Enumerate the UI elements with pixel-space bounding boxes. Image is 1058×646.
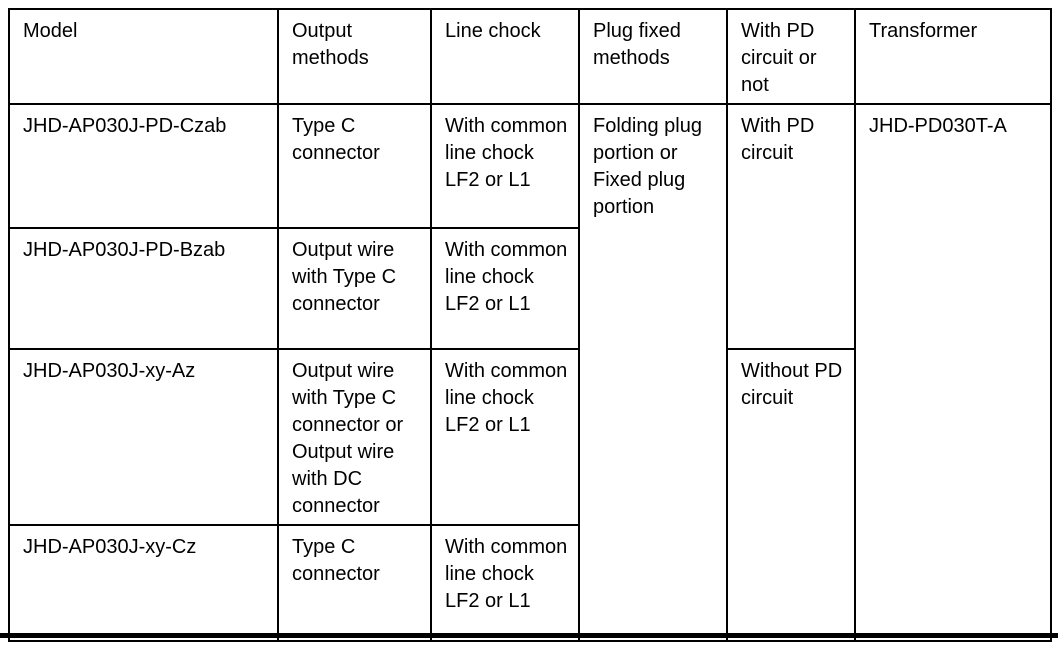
table-row: JHD-AP030J-PD-Bzab Output wire with Type… [8,227,1051,350]
model-cell: JHD-AP030J-PD-Czab [8,103,279,229]
output-method-cell: Type C connector [277,103,432,229]
table-row: JHD-AP030J-PD-Czab Type C connector With… [8,103,1052,642]
table-row: JHD-AP030J-xy-Cz Type C connector With c… [8,524,1051,642]
header-line-chock: Line chock [430,8,580,105]
line-chock-cell: With common line chock LF2 or L1 [430,348,580,526]
output-method-cell: Type C connector [277,524,432,642]
header-transformer: Transformer [854,8,1052,105]
model-cell: JHD-AP030J-xy-Az [8,348,279,526]
plug-fixed-methods-cell: Folding plug portion or Fixed plug porti… [578,103,728,642]
header-output-methods: Output methods [277,8,432,105]
header-row: Model Output methods Line chock Plug fix… [8,8,1052,105]
output-method-cell: Output wire with Type C connector or Out… [277,348,432,526]
header-pd-circuit: With PD circuit or not [726,8,856,105]
spec-table: Model Output methods Line chock Plug fix… [8,8,1052,642]
bottom-rule [0,633,1058,638]
transformer-cell: JHD-PD030T-A [854,103,1052,642]
header-model: Model [8,8,279,105]
table-row: JHD-AP030J-xy-Az Output wire with Type C… [8,348,1051,642]
line-chock-cell: With common line chock LF2 or L1 [430,103,580,229]
line-chock-cell: With common line chock LF2 or L1 [430,227,580,350]
output-method-cell: Output wire with Type C connector [277,227,432,350]
line-chock-cell: With common line chock LF2 or L1 [430,524,580,642]
pd-with-circuit-cell: With PD circuit [726,103,856,350]
model-cell: JHD-AP030J-xy-Cz [8,524,279,642]
pd-without-circuit-cell: Without PD circuit [726,348,856,642]
header-plug-fixed-methods: Plug fixed methods [578,8,728,105]
model-cell: JHD-AP030J-PD-Bzab [8,227,279,350]
